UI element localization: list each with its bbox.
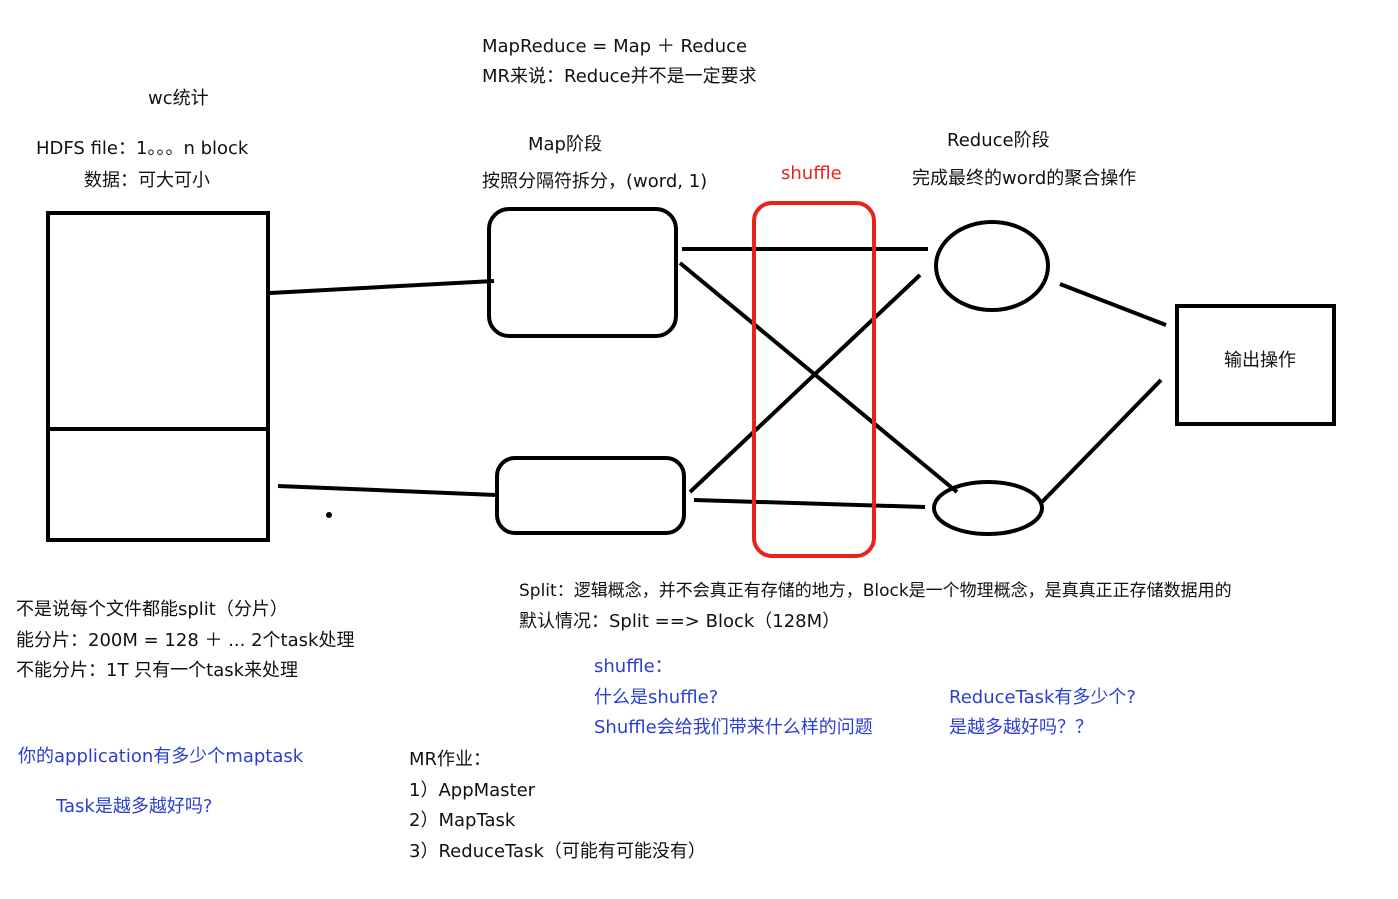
mr-job-item-2: 2）MapTask	[409, 810, 516, 831]
map-stage-title: Map阶段	[528, 134, 602, 155]
reduce-question-1: ReduceTask有多少个?	[949, 687, 1136, 708]
reduce-question-2: 是越多越好吗？？	[949, 717, 1093, 738]
output-box	[1175, 304, 1336, 426]
hdfs-file-box	[46, 211, 270, 542]
shuffle-heading: shuffle：	[594, 656, 673, 677]
shuffle-region	[752, 201, 876, 558]
split-note-1: 不是说每个文件都能split（分片）	[16, 599, 288, 620]
shuffle-question-2: Shuffle会给我们带来什么样的问题	[594, 717, 873, 738]
shuffle-label: shuffle	[781, 163, 842, 184]
mapreduce-formula: MapReduce = Map ＋ Reduce	[482, 36, 748, 57]
maptask-question-2: Task是越多越好吗?	[56, 796, 213, 817]
maptask-question-1: 你的application有多少个maptask	[18, 746, 304, 767]
reduce-stage-desc: 完成最终的word的聚合操作	[912, 168, 1137, 189]
shuffle-line-bottom-to-top	[688, 273, 922, 494]
reduce-task-ellipse-2	[932, 480, 1044, 536]
reduce-to-output-line-2	[1040, 378, 1163, 504]
data-size-label: 数据：可大可小	[84, 170, 210, 191]
split-to-map-line-1	[269, 279, 495, 295]
reduce-stage-title: Reduce阶段	[947, 130, 1050, 151]
map-task-box-2	[495, 456, 686, 535]
mr-reduce-note: MR来说：Reduce并不是一定要求	[482, 66, 757, 87]
mr-job-item-3: 3）ReduceTask（可能有可能没有）	[409, 841, 706, 862]
split-note-2: 能分片：200M = 128 ＋ ... 2个task处理	[16, 630, 355, 651]
shuffle-line-bottom-straight	[693, 498, 926, 509]
dot-mark	[326, 512, 332, 518]
wc-title: wc统计	[148, 88, 209, 109]
split-note-3: 不能分片：1T 只有一个task来处理	[16, 660, 299, 681]
split-concept-2: 默认情况：Split ==> Block（128M）	[519, 611, 841, 632]
map-stage-desc: 按照分隔符拆分，(word, 1)	[482, 171, 708, 192]
reduce-to-output-line-1	[1059, 282, 1167, 327]
reduce-task-ellipse-1	[934, 220, 1050, 312]
split-to-map-line-2	[277, 484, 497, 497]
shuffle-line-top-to-bottom	[678, 261, 959, 494]
split-concept-1: Split：逻辑概念，并不会真正有存储的地方，Block是一个物理概念，是真真正…	[519, 581, 1232, 601]
mr-job-item-1: 1）AppMaster	[409, 780, 536, 801]
map-task-box-1	[487, 207, 678, 338]
hdfs-file-label: HDFS file：1。。。n block	[36, 138, 249, 159]
mr-job-heading: MR作业：	[409, 749, 492, 770]
output-label: 输出操作	[1224, 350, 1296, 371]
shuffle-question-1: 什么是shuffle?	[594, 687, 719, 708]
